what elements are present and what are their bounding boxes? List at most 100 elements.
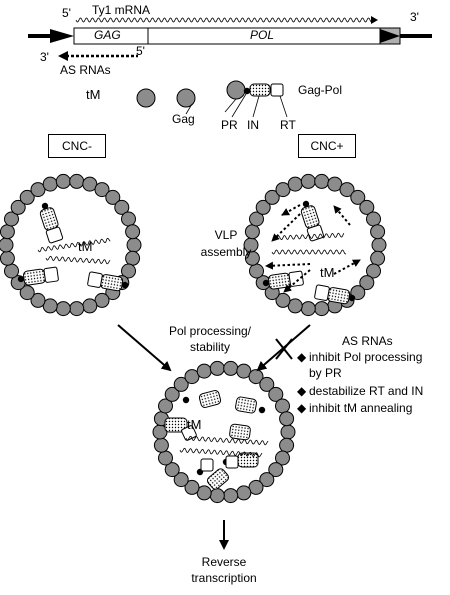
gag-sphere bbox=[248, 369, 264, 385]
cnc-plus-box: CNC+ bbox=[298, 134, 356, 158]
vlp-cnc-plus bbox=[243, 173, 387, 317]
gag-sphere bbox=[209, 488, 225, 504]
tm-rna-wave bbox=[185, 435, 269, 446]
gag-sphere bbox=[125, 250, 141, 266]
rt-domain-box bbox=[43, 266, 59, 283]
gag-sphere bbox=[275, 182, 291, 198]
as-rna-arrowhead bbox=[58, 51, 68, 61]
gag-sphere bbox=[105, 189, 121, 205]
cnc-minus-box: CNC- bbox=[48, 134, 106, 158]
gag-sphere bbox=[126, 237, 142, 253]
rt-domain-box bbox=[200, 458, 214, 472]
pr-dot bbox=[41, 202, 49, 210]
gag-sphere bbox=[327, 176, 343, 192]
rt-domain-box bbox=[45, 226, 64, 244]
pr-dot bbox=[302, 200, 310, 208]
gag-sphere bbox=[268, 386, 284, 402]
gag-sphere bbox=[196, 363, 212, 379]
gag-sphere bbox=[184, 479, 200, 495]
legend-gag-label: Gag bbox=[172, 112, 195, 126]
gag-sphere bbox=[0, 224, 15, 240]
legend-in-box bbox=[249, 83, 271, 97]
gag-sphere bbox=[259, 376, 275, 392]
tm-rna-wave bbox=[179, 447, 263, 458]
five-prime-as-label: 5' bbox=[136, 44, 145, 58]
in-domain-box bbox=[268, 272, 291, 290]
legend-tm-label: tM bbox=[86, 87, 101, 102]
vlp-mature bbox=[152, 360, 296, 504]
in-domain-box bbox=[229, 423, 251, 441]
gag-sphere bbox=[173, 472, 189, 488]
pr-dot bbox=[348, 294, 356, 302]
in-domain-box bbox=[198, 390, 222, 408]
leader-pr bbox=[231, 93, 247, 118]
gag-sphere bbox=[4, 263, 19, 279]
gag-sphere bbox=[30, 182, 46, 198]
stability-label: stability bbox=[189, 340, 230, 354]
gag-sphere bbox=[82, 298, 98, 314]
gag-sphere bbox=[370, 250, 386, 266]
gag-sphere bbox=[94, 182, 110, 198]
bottom-tm-label: tM bbox=[187, 417, 202, 432]
gag-pol-molecule bbox=[87, 271, 129, 292]
gag-sphere bbox=[280, 424, 296, 440]
gag-sphere bbox=[30, 292, 46, 308]
pol-label: POL bbox=[250, 28, 275, 42]
ty1-mrna-label: Ty1 mRNA bbox=[92, 3, 151, 17]
in-domain-box bbox=[327, 287, 351, 305]
legend-pr-label: PR bbox=[221, 118, 238, 132]
gag-sphere bbox=[370, 224, 386, 240]
leader-rt bbox=[279, 95, 288, 118]
legend-gagpol-sphere bbox=[226, 80, 246, 100]
gag-pol-molecule bbox=[300, 200, 325, 242]
gag-sphere bbox=[114, 199, 130, 215]
rt-domain-box bbox=[288, 270, 304, 287]
reverse-label: Reverse bbox=[201, 555, 247, 569]
leader-gag bbox=[185, 103, 193, 115]
three-prime-top-label: 3' bbox=[410, 10, 419, 24]
gag-sphere bbox=[249, 263, 264, 279]
gag-sphere bbox=[82, 176, 98, 192]
gag-sphere bbox=[42, 298, 58, 314]
assembly-label: assembly bbox=[200, 245, 252, 259]
gag-sphere bbox=[359, 275, 375, 291]
gag-sphere bbox=[121, 211, 136, 227]
gag-sphere bbox=[55, 173, 71, 189]
process-arrows bbox=[117, 324, 311, 550]
as-rna-inhibition-arrow bbox=[333, 205, 351, 226]
gag-sphere bbox=[209, 360, 225, 376]
block-mark-b bbox=[275, 338, 293, 360]
legend-in-label: IN bbox=[247, 118, 259, 132]
pr-dot bbox=[258, 406, 266, 414]
gag-sphere bbox=[236, 363, 252, 379]
right-tm-label: tM bbox=[320, 265, 335, 280]
gag-pol-molecule bbox=[39, 202, 64, 244]
gag-sphere bbox=[236, 485, 252, 501]
gag-sphere bbox=[153, 437, 169, 453]
gag-sphere bbox=[287, 298, 303, 314]
gag-sphere bbox=[359, 199, 375, 215]
gag-sphere bbox=[4, 211, 19, 227]
diamond-bullet-icon: ◆ bbox=[297, 384, 307, 398]
transcription-label: transcription bbox=[191, 571, 257, 585]
legend-pr-dot bbox=[243, 87, 251, 95]
legend-gag-sphere-2 bbox=[176, 88, 196, 108]
gag-sphere bbox=[10, 199, 26, 215]
leader-in bbox=[252, 95, 260, 118]
gag-label: GAG bbox=[94, 28, 121, 42]
as-rna-inhibition-arrow bbox=[271, 213, 301, 242]
gag-sphere bbox=[259, 472, 275, 488]
pr-dot bbox=[17, 275, 25, 283]
gag-pol-molecule bbox=[262, 270, 304, 290]
in-domain-box bbox=[23, 268, 46, 286]
gag-sphere bbox=[69, 301, 85, 317]
tm-rna-wave bbox=[271, 249, 347, 255]
diamond-bullet-icon: ◆ bbox=[297, 350, 307, 364]
gag-sphere bbox=[196, 485, 212, 501]
pr-dot bbox=[262, 279, 270, 287]
gag-sphere bbox=[173, 376, 189, 392]
legend-glyphs bbox=[136, 80, 288, 118]
vlp-label: VLP bbox=[214, 228, 238, 242]
gag-sphere bbox=[125, 224, 141, 240]
